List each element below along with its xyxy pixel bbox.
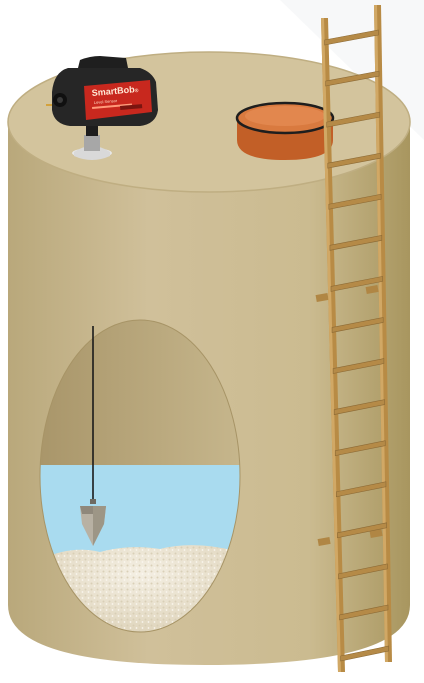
roof-hatch-icon [237, 103, 333, 160]
